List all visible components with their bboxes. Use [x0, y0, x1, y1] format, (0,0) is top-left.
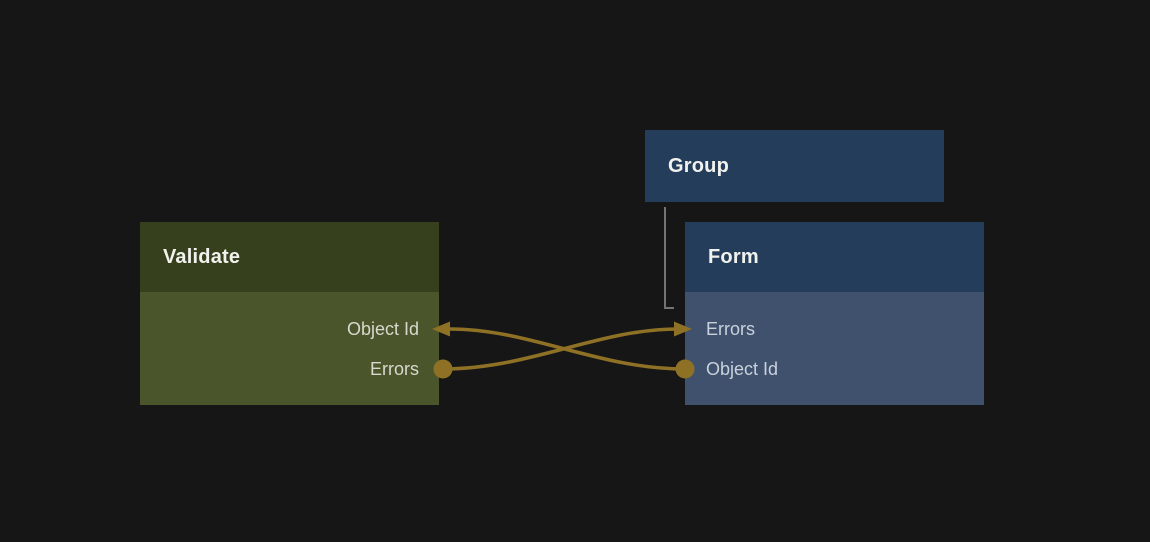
node-form-body: Errors Object Id: [685, 292, 984, 405]
node-validate[interactable]: Validate Object Id Errors: [140, 222, 439, 405]
node-group[interactable]: Group: [645, 130, 944, 202]
node-group-title: Group: [668, 154, 729, 177]
field-label-validate-errors: Errors: [370, 358, 419, 379]
field-label-form-errors: Errors: [706, 318, 755, 339]
node-validate-title: Validate: [163, 245, 241, 268]
node-form-header[interactable]: Form: [685, 222, 984, 292]
node-validate-header[interactable]: Validate: [140, 222, 439, 292]
node-group-header[interactable]: Group: [645, 130, 944, 202]
field-label-form-object-id: Object Id: [706, 358, 779, 379]
node-form-title: Form: [708, 245, 759, 268]
node-form[interactable]: Form Errors Object Id: [685, 222, 984, 405]
node-validate-body: Object Id Errors: [140, 292, 439, 405]
field-row-validate-errors[interactable]: Errors: [140, 349, 439, 389]
field-row-validate-object-id[interactable]: Object Id: [140, 309, 439, 349]
group-to-form-connector[interactable]: [664, 207, 674, 309]
edge-form-object-id-to-validate-object-id[interactable]: [449, 327, 686, 371]
field-row-form-object-id[interactable]: Object Id: [685, 349, 984, 389]
field-label-validate-object-id: Object Id: [346, 318, 419, 339]
field-row-form-errors[interactable]: Errors: [685, 309, 984, 349]
edge-validate-errors-to-form-errors[interactable]: [442, 327, 679, 371]
